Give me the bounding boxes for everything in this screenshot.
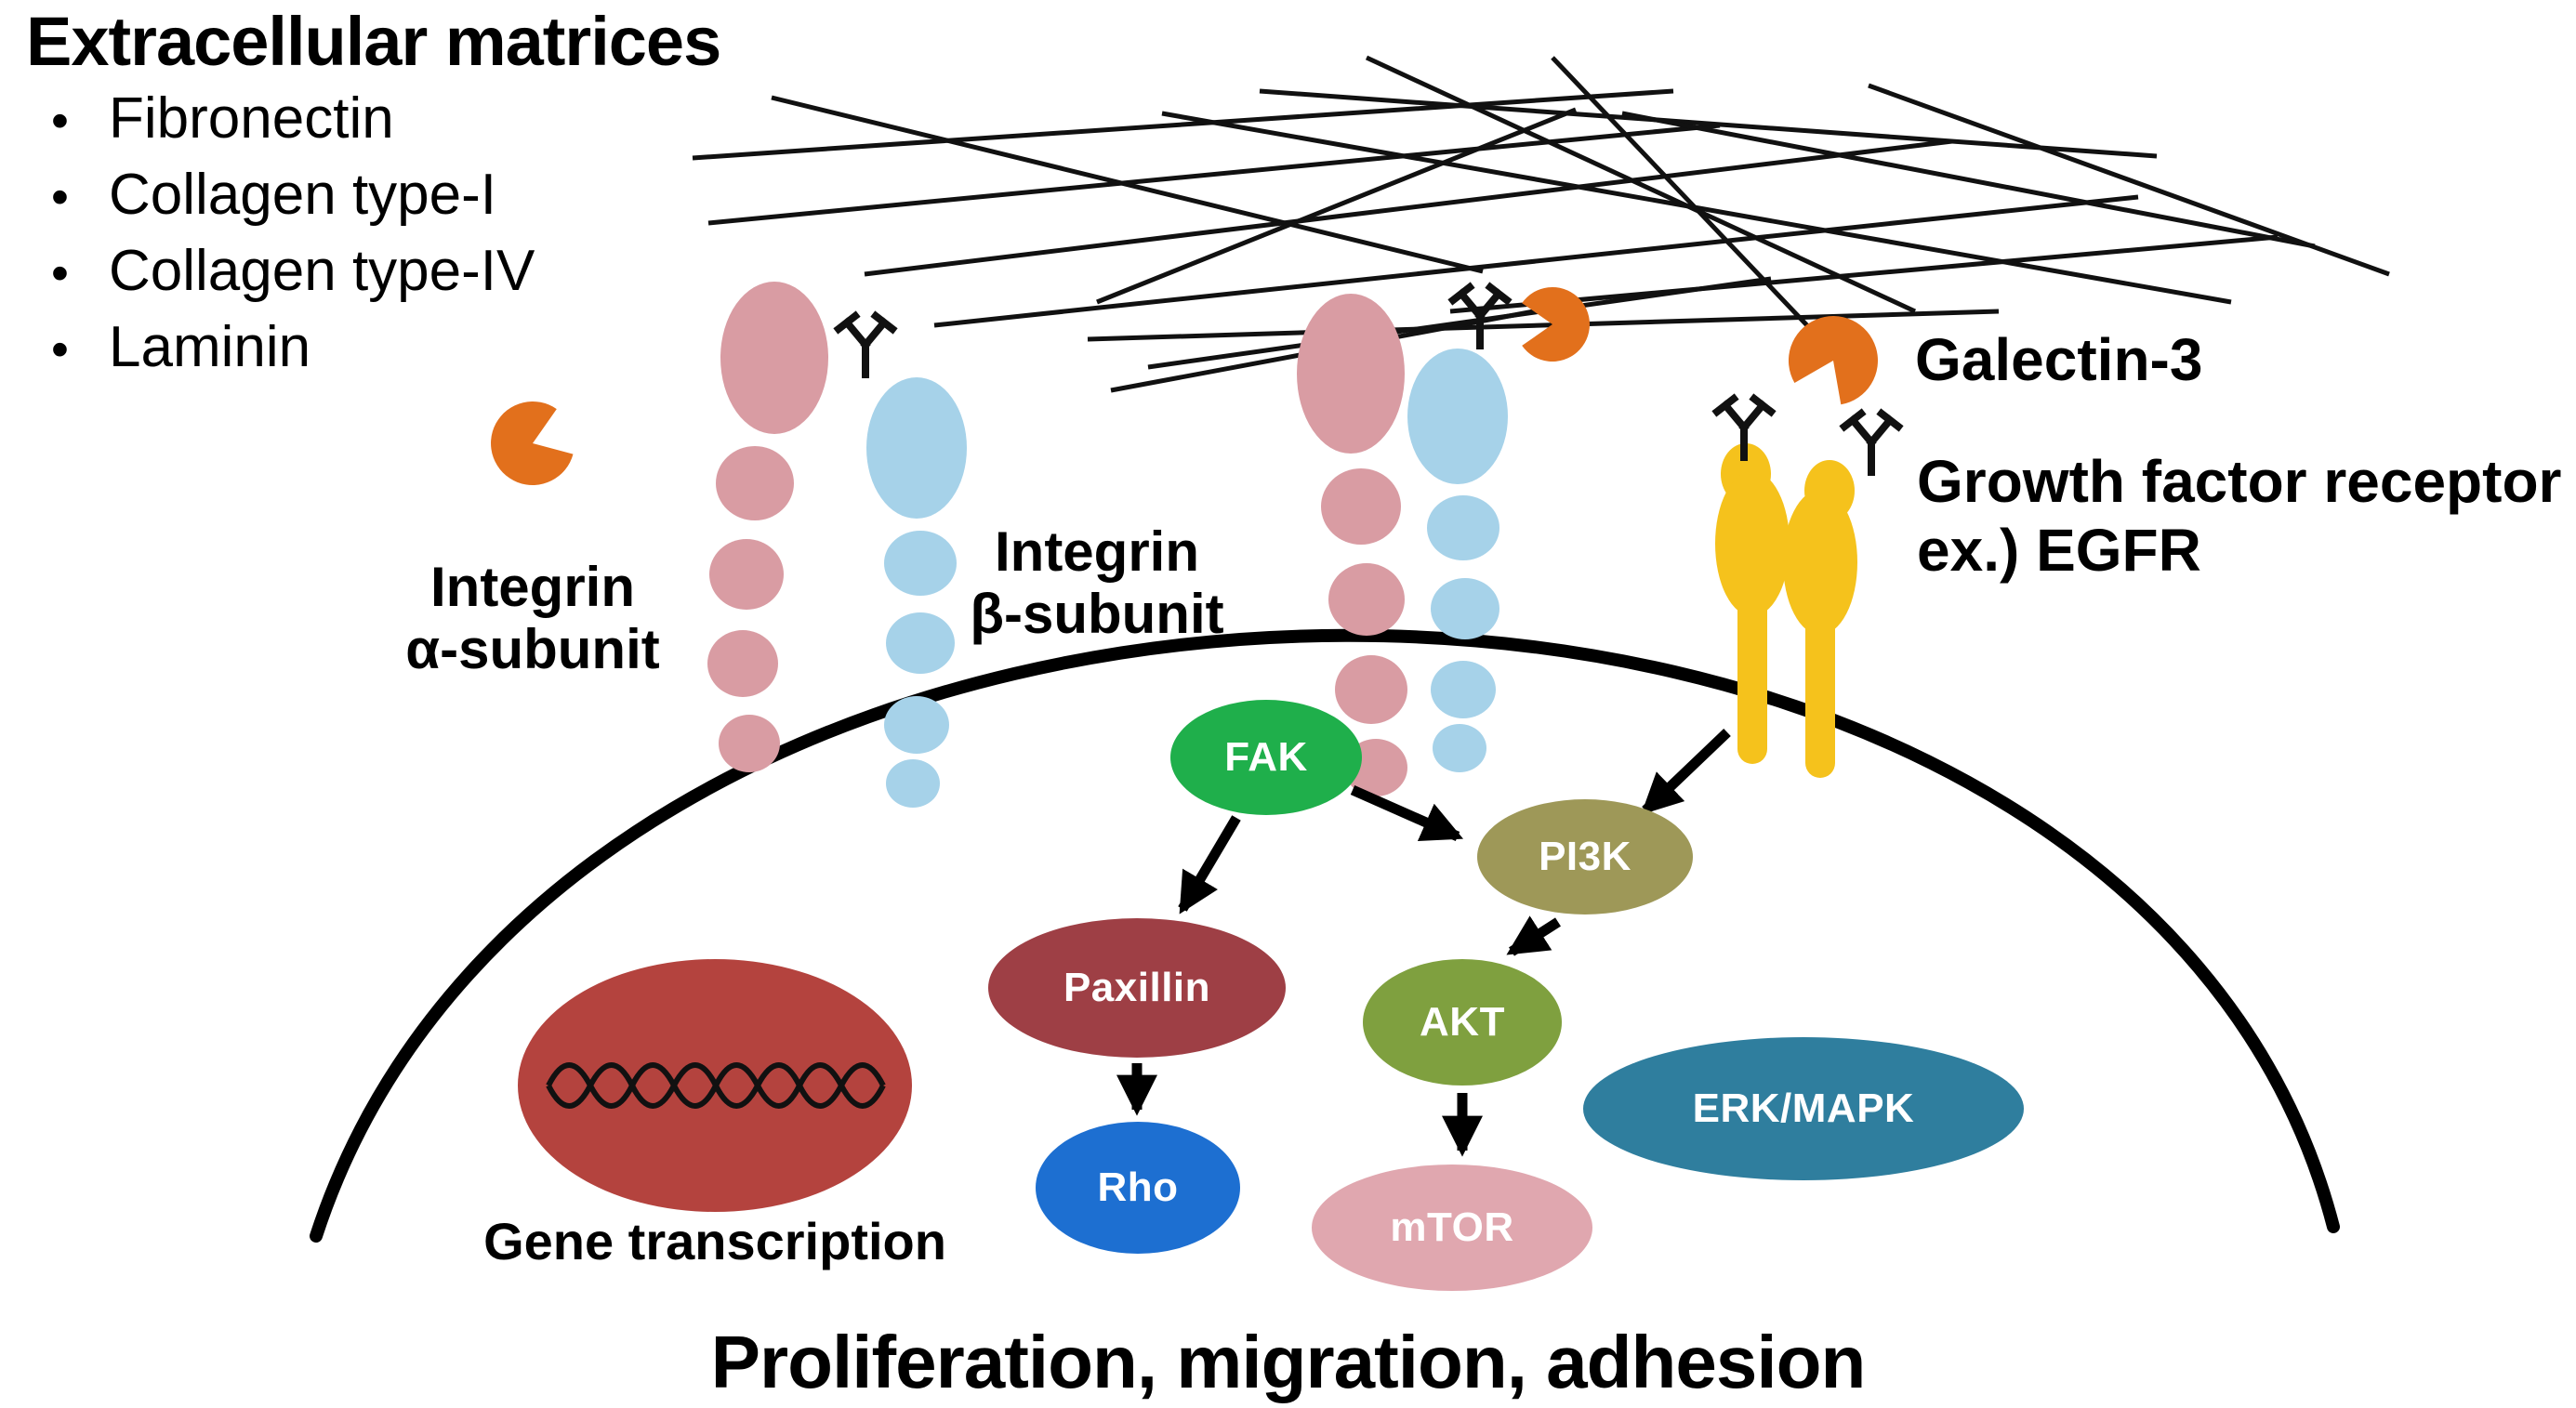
ecm-item-label: Laminin [109, 315, 311, 379]
bullet-icon: • [51, 93, 69, 149]
cell-membrane [310, 628, 2340, 1243]
integrin-beta-left-icon [866, 377, 967, 808]
bullet-icon: • [51, 322, 69, 377]
bullet-icon: • [51, 245, 69, 301]
glycan-fork-icon [839, 316, 892, 375]
dna-coil-icon [546, 1062, 886, 1109]
ecm-item-label: Collagen type-IV [109, 239, 535, 303]
node-fak: FAK [1170, 700, 1362, 815]
ecm-item: • Collagen type-IV [51, 238, 535, 304]
node-pi3k-label: PI3K [1539, 834, 1631, 879]
node-paxillin: Paxillin [988, 918, 1286, 1058]
galectin3-icon [1522, 287, 1590, 362]
galectin3-label: Galectin-3 [1915, 326, 2203, 393]
integrin-alpha-left-icon [707, 282, 828, 772]
integrin-alpha-label-line1: Integrin [430, 556, 635, 618]
ecm-item: • Laminin [51, 314, 310, 380]
node-erk-mapk-label: ERK/MAPK [1692, 1086, 1915, 1131]
ecm-item: • Fibronectin [51, 86, 394, 151]
ecm-item-label: Collagen type-I [109, 163, 497, 227]
node-fak-label: FAK [1224, 734, 1308, 780]
node-erk-mapk: ERK/MAPK [1583, 1037, 2024, 1180]
growth-factor-receptor-label: Growth factor receptor ex.) EGFR [1917, 448, 2561, 585]
node-akt: AKT [1363, 959, 1562, 1086]
galectin3-icon [491, 401, 574, 485]
integrin-beta-label: Integrin β-subunit [948, 520, 1246, 645]
growth-factor-label-line2: ex.) EGFR [1917, 516, 2201, 584]
ecm-fibers-icon [692, 55, 2390, 393]
glycan-fork-icon [1844, 414, 1898, 472]
egfr-receptor-icon [1715, 443, 1857, 778]
arrow-fak-paxillin [1178, 815, 1241, 915]
node-paxillin-label: Paxillin [1063, 965, 1211, 1010]
node-rho-label: Rho [1097, 1165, 1179, 1210]
page-title: Extracellular matrices [26, 3, 721, 80]
integrin-alpha-label-line2: α-subunit [405, 618, 660, 681]
gene-transcription-label: Gene transcription [483, 1212, 946, 1270]
node-pi3k: PI3K [1477, 799, 1693, 915]
growth-factor-label-line1: Growth factor receptor [1917, 448, 2562, 515]
glycan-fork-icon [1717, 399, 1771, 457]
bullet-icon: • [51, 169, 69, 225]
galectin3-icons [491, 287, 1878, 485]
arrow-egfr-pi3k [1641, 729, 1731, 815]
node-akt-label: AKT [1420, 999, 1505, 1045]
outcome-caption: Proliferation, migration, adhesion [710, 1321, 1867, 1403]
integrin-alpha-label: Integrin α-subunit [384, 556, 681, 680]
node-mtor-label: mTOR [1390, 1204, 1514, 1250]
galectin3-icon [1788, 316, 1878, 405]
integrin-beta-label-line2: β-subunit [970, 583, 1224, 646]
ecm-item: • Collagen type-I [51, 162, 496, 228]
node-mtor: mTOR [1312, 1165, 1592, 1291]
arrow-fak-pi3k [1350, 784, 1464, 842]
ecm-item-label: Fibronectin [109, 86, 394, 151]
integrin-beta-middle-icon [1407, 349, 1508, 772]
arrow-pi3k-akt [1506, 915, 1561, 956]
integrin-beta-label-line1: Integrin [995, 520, 1199, 583]
signaling-arrows [1116, 729, 1731, 1157]
gene-transcription-icon [518, 959, 912, 1212]
node-rho: Rho [1036, 1122, 1240, 1254]
